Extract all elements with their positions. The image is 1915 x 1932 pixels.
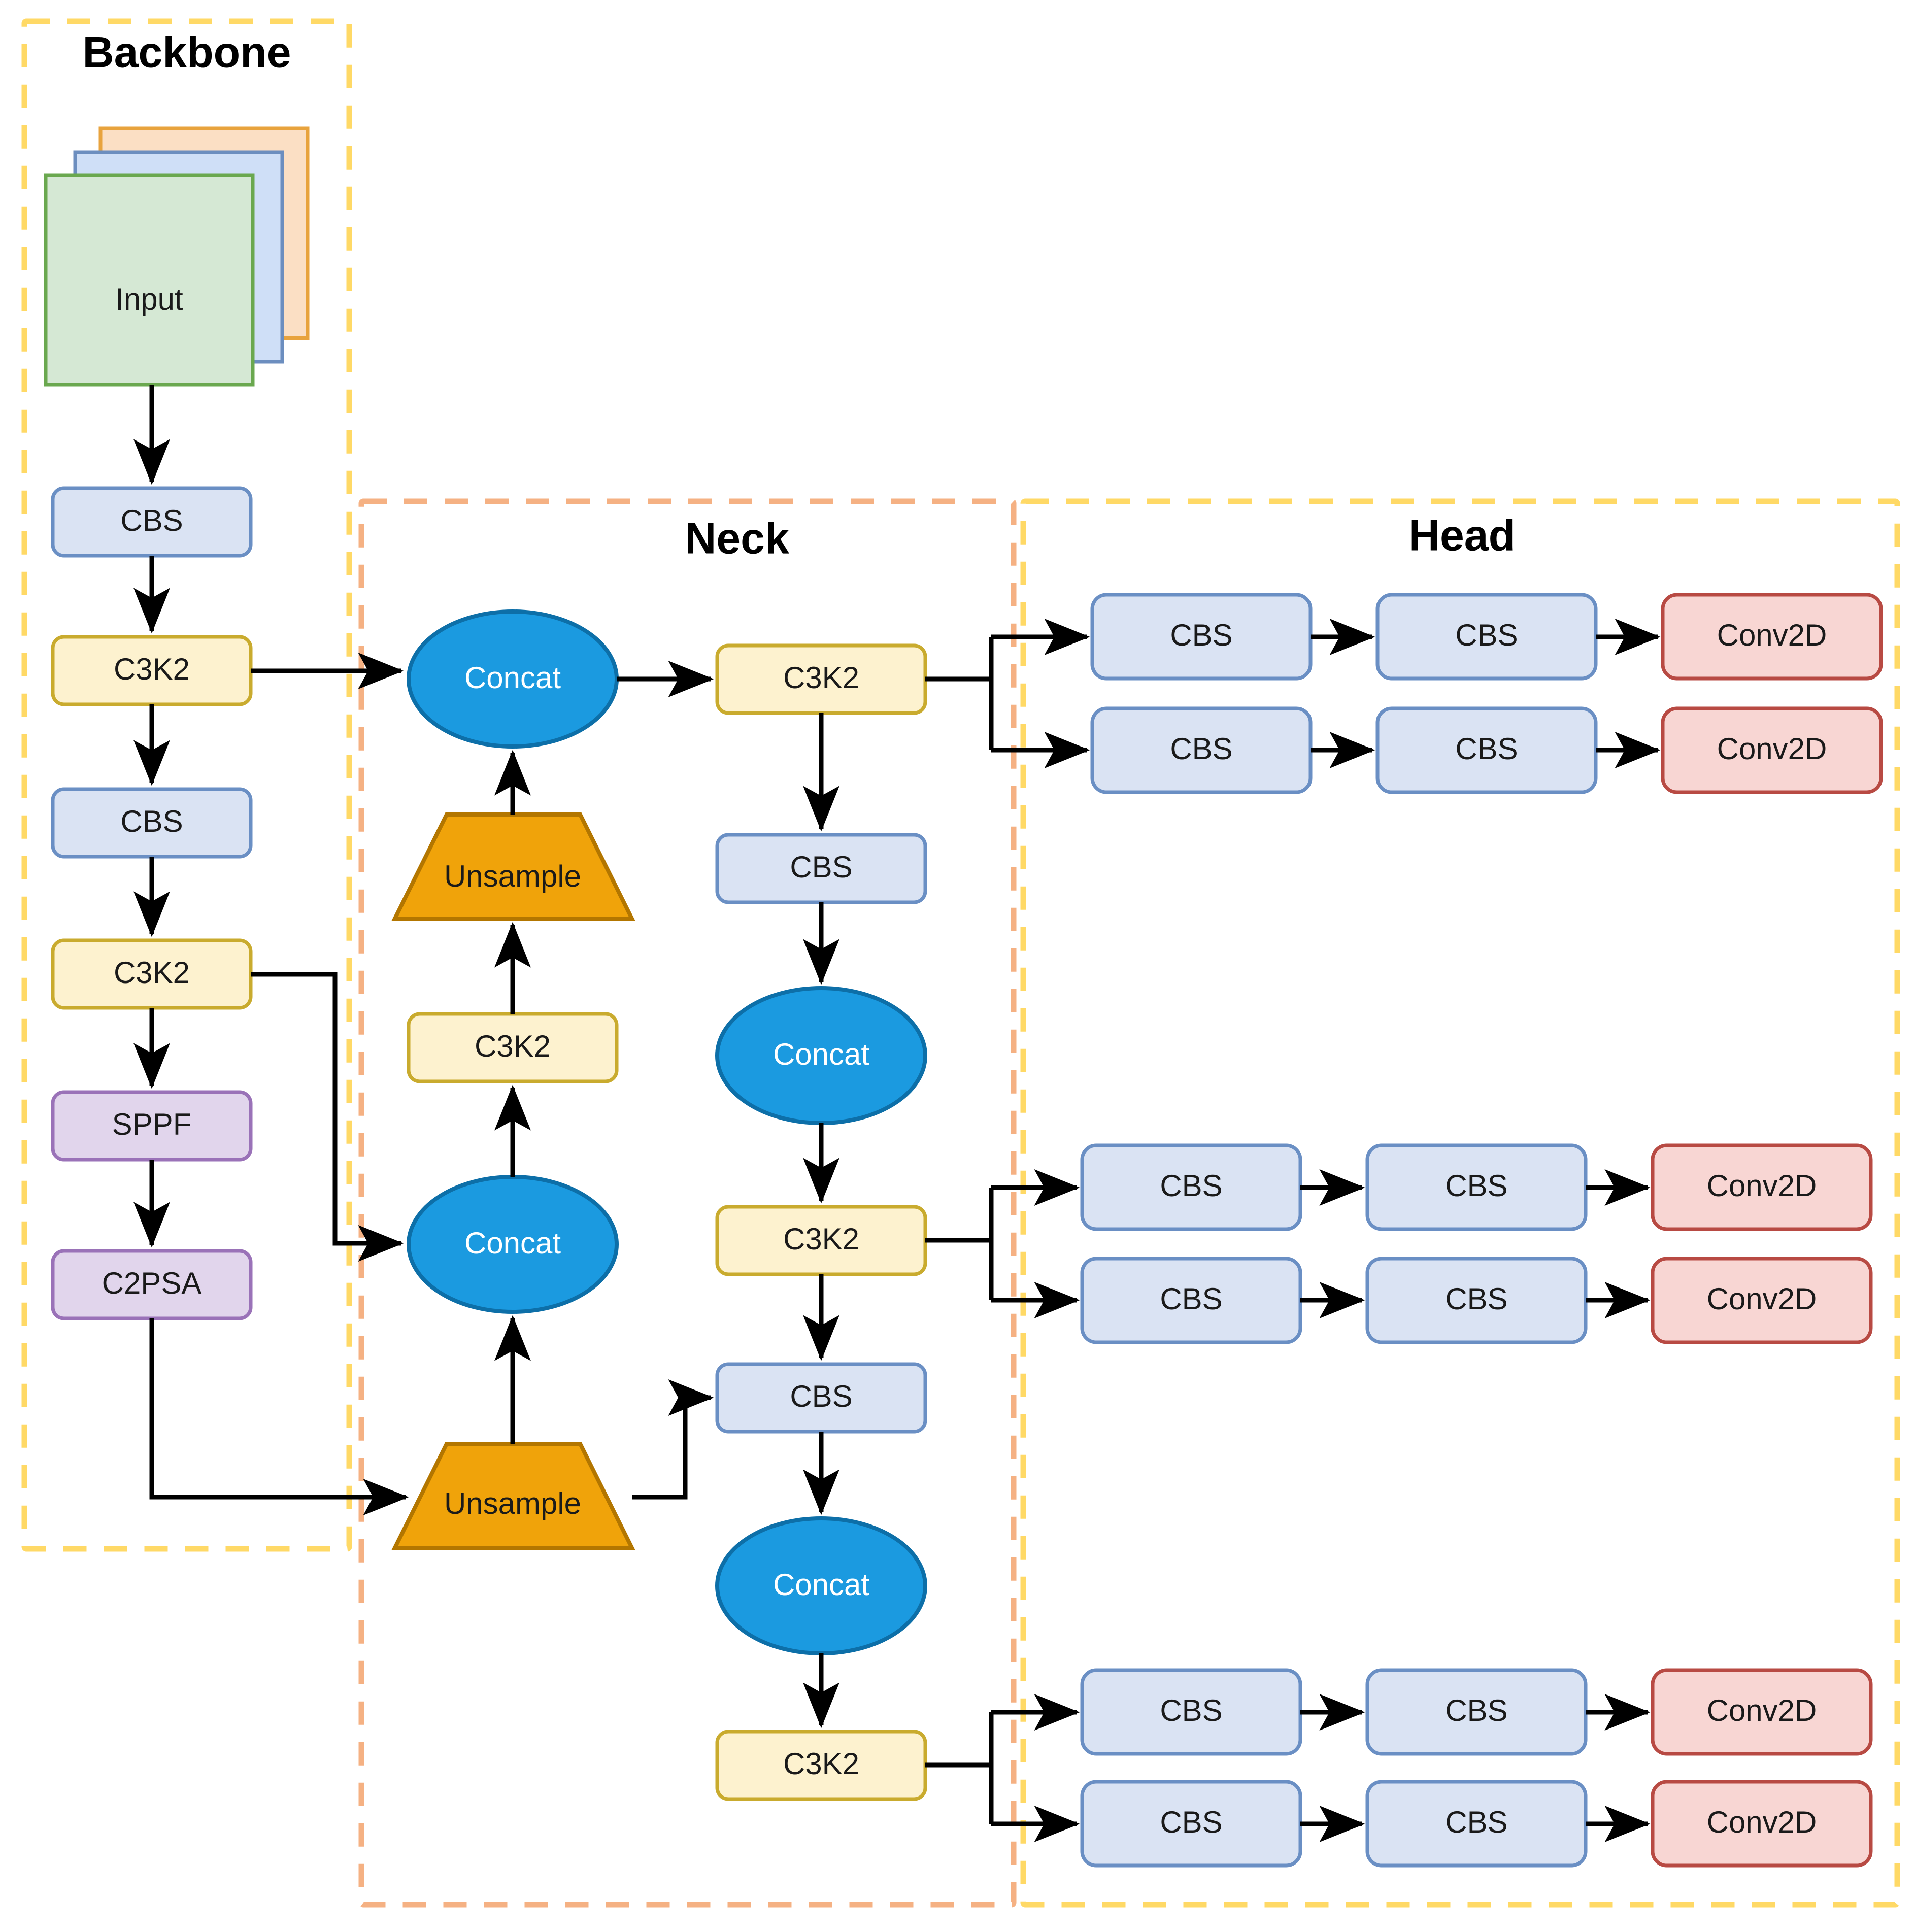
head-p5-r1-conv2d[interactable]: Conv2D bbox=[1651, 1668, 1873, 1756]
input-plane-green[interactable] bbox=[44, 173, 255, 387]
edge-uns2-to-cbs2 bbox=[632, 1379, 714, 1500]
nk-concat-1[interactable]: Concat bbox=[407, 609, 619, 749]
nk-c3k2-a[interactable]: C3K2 bbox=[407, 1012, 619, 1083]
edge-c3k2b-to-concat2 bbox=[251, 972, 404, 1262]
bb-c3k2-2[interactable]: C3K2 bbox=[51, 938, 253, 1010]
nk-cbs-1-label: CBS bbox=[790, 850, 852, 884]
head-p3-r1-conv2d-label: Conv2D bbox=[1717, 618, 1827, 652]
nk-concat-4[interactable]: Concat bbox=[715, 1516, 927, 1655]
head-p3-r2-conv2d-label: Conv2D bbox=[1717, 732, 1827, 766]
head-p4-r2-cbs-1[interactable]: CBS bbox=[1080, 1257, 1302, 1344]
nk-unsample-2[interactable]: Unsample bbox=[391, 1442, 635, 1550]
bb-cbs-1-label: CBS bbox=[120, 503, 183, 537]
nk-unsample-1[interactable]: Unsample bbox=[391, 812, 635, 921]
head-p3-r2-cbs-2[interactable]: CBS bbox=[1375, 706, 1598, 794]
head-p4-r1-cbs-1[interactable]: CBS bbox=[1080, 1143, 1302, 1231]
nk-concat-3-label: Concat bbox=[773, 1037, 869, 1071]
bb-sppf[interactable]: SPPF bbox=[51, 1090, 253, 1162]
head-p3-r1-cbs-2[interactable]: CBS bbox=[1375, 593, 1598, 681]
head-p4-r2-cbs-2-label: CBS bbox=[1445, 1282, 1507, 1316]
head-p4-fork bbox=[925, 1185, 1071, 1303]
head-p4-r2-conv2d[interactable]: Conv2D bbox=[1651, 1257, 1873, 1344]
backbone-boundary bbox=[21, 18, 352, 1552]
nk-unsample-1-label: Unsample bbox=[444, 859, 581, 893]
head-p3-r2-cbs-1[interactable]: CBS bbox=[1090, 706, 1313, 794]
head-p5-r2-cbs-1[interactable]: CBS bbox=[1080, 1780, 1302, 1868]
nk-unsample-2-label: Unsample bbox=[444, 1486, 581, 1520]
head-p4-r1-cbs-2-label: CBS bbox=[1445, 1169, 1507, 1203]
head-p3-r1-cbs-2-label: CBS bbox=[1455, 618, 1518, 652]
bb-c3k2-2-label: C3K2 bbox=[114, 956, 190, 990]
head-p5-r2-cbs-2[interactable]: CBS bbox=[1365, 1780, 1588, 1868]
neck-boundary bbox=[358, 498, 1017, 1908]
head-p4-r2-conv2d-label: Conv2D bbox=[1707, 1282, 1817, 1316]
nk-c3k2-p4-label: C3K2 bbox=[783, 1222, 859, 1256]
head-p5-fork bbox=[925, 1710, 1071, 1826]
bb-c3k2-1-label: C3K2 bbox=[114, 652, 190, 686]
bb-c2psa[interactable]: C2PSA bbox=[51, 1249, 253, 1320]
head-p3-r2-cbs-2-label: CBS bbox=[1455, 732, 1518, 766]
head-p5-r2-conv2d[interactable]: Conv2D bbox=[1651, 1780, 1873, 1868]
head-p5-r1-cbs-2[interactable]: CBS bbox=[1365, 1668, 1588, 1756]
bb-cbs-1[interactable]: CBS bbox=[51, 486, 253, 558]
bb-cbs-2-label: CBS bbox=[120, 804, 183, 838]
head-p3-r1-cbs-1[interactable]: CBS bbox=[1090, 593, 1313, 681]
head-p5-r1-conv2d-label: Conv2D bbox=[1707, 1693, 1817, 1727]
nk-c3k2-p4[interactable]: C3K2 bbox=[715, 1205, 927, 1276]
nk-concat-1-label: Concat bbox=[464, 661, 561, 695]
neck-title: Neck bbox=[685, 515, 789, 563]
head-p5-r1-cbs-1-label: CBS bbox=[1160, 1693, 1222, 1727]
head-p3-fork bbox=[925, 634, 1081, 753]
head-p3-r1-conv2d[interactable]: Conv2D bbox=[1661, 593, 1883, 681]
input-stack: Input bbox=[44, 126, 310, 387]
input-label: Input bbox=[115, 282, 183, 316]
nk-cbs-2-label: CBS bbox=[790, 1379, 852, 1413]
nk-cbs-1[interactable]: CBS bbox=[715, 833, 927, 904]
head-p5-r1-cbs-1[interactable]: CBS bbox=[1080, 1668, 1302, 1756]
head-p3-r2-conv2d[interactable]: Conv2D bbox=[1661, 706, 1883, 794]
head-title: Head bbox=[1408, 512, 1515, 560]
head-p3-r1-cbs-1-label: CBS bbox=[1170, 618, 1232, 652]
bb-c3k2-1[interactable]: C3K2 bbox=[51, 635, 253, 706]
nk-cbs-2[interactable]: CBS bbox=[715, 1362, 927, 1434]
head-p5-r2-conv2d-label: Conv2D bbox=[1707, 1805, 1817, 1839]
head-p5-r2-cbs-1-label: CBS bbox=[1160, 1805, 1222, 1839]
head-p4-r1-cbs-2[interactable]: CBS bbox=[1365, 1143, 1588, 1231]
head-p5-r2-cbs-2-label: CBS bbox=[1445, 1805, 1507, 1839]
head-p4-r1-conv2d[interactable]: Conv2D bbox=[1651, 1143, 1873, 1231]
head-p3-r2-cbs-1-label: CBS bbox=[1170, 732, 1232, 766]
head-p4-r1-conv2d-label: Conv2D bbox=[1707, 1169, 1817, 1203]
head-p4-r2-cbs-2[interactable]: CBS bbox=[1365, 1257, 1588, 1344]
nk-c3k2-p5[interactable]: C3K2 bbox=[715, 1730, 927, 1801]
head-p4-r1-cbs-1-label: CBS bbox=[1160, 1169, 1222, 1203]
nk-c3k2-p5-label: C3K2 bbox=[783, 1747, 859, 1781]
nk-c3k2-a-label: C3K2 bbox=[475, 1029, 551, 1063]
nk-concat-4-label: Concat bbox=[773, 1568, 869, 1602]
backbone-title: Backbone bbox=[82, 28, 291, 77]
neck-right-edges bbox=[617, 661, 839, 1728]
nk-concat-3[interactable]: Concat bbox=[715, 986, 927, 1125]
nk-c3k2-p3-label: C3K2 bbox=[783, 661, 859, 695]
nk-concat-2-label: Concat bbox=[464, 1226, 561, 1260]
bb-cbs-2[interactable]: CBS bbox=[51, 787, 253, 859]
bb-c2psa-label: C2PSA bbox=[102, 1266, 202, 1300]
head-p4-r2-cbs-1-label: CBS bbox=[1160, 1282, 1222, 1316]
edge-c2psa-to-unsample2 bbox=[149, 1318, 409, 1515]
nk-concat-2[interactable]: Concat bbox=[407, 1175, 619, 1314]
head-p5-r1-cbs-2-label: CBS bbox=[1445, 1693, 1507, 1727]
bb-sppf-label: SPPF bbox=[112, 1107, 192, 1141]
nk-c3k2-p3[interactable]: C3K2 bbox=[715, 643, 927, 715]
